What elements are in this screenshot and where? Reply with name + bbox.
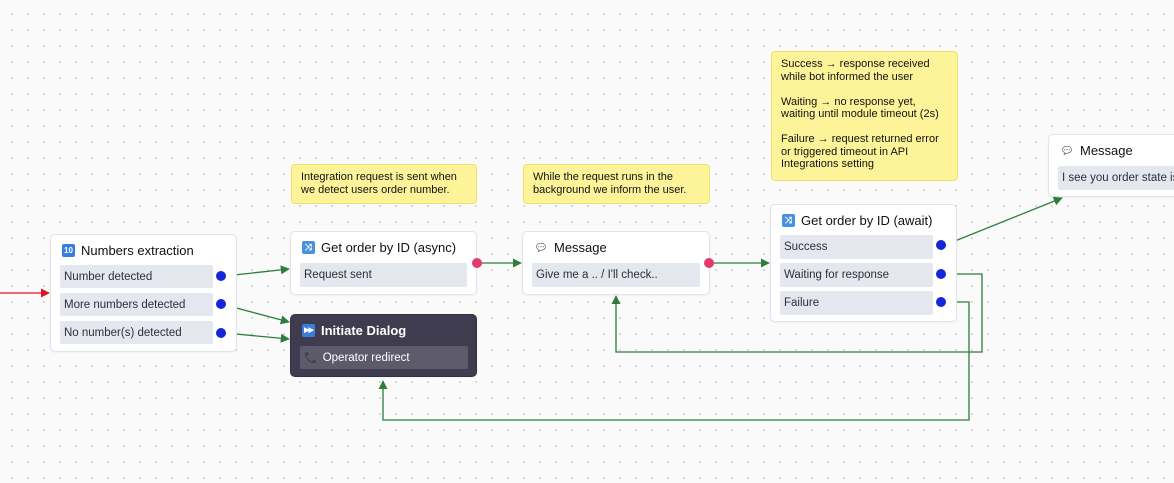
node-title: Initiate Dialog [321, 323, 407, 338]
node-header: 10 Numbers extraction [62, 243, 194, 258]
output-dot-more-numbers[interactable] [216, 299, 226, 309]
output-dot-message[interactable] [704, 258, 714, 268]
node-title: Message [554, 240, 607, 255]
node-title: Get order by ID (async) [321, 240, 457, 255]
node-title: Get order by ID (await) [801, 213, 933, 228]
phone-icon: 📞 [304, 352, 318, 364]
output-dot-failure[interactable] [936, 297, 946, 307]
port-number-detected[interactable]: Number detected [60, 265, 213, 288]
sticky-note-background[interactable]: While the request runs in the background… [523, 164, 710, 204]
fast-forward-icon: ▶▶ [302, 324, 315, 337]
node-message-order-state[interactable]: 💬 Message I see you order state is [1048, 134, 1174, 197]
speech-bubble-icon: 💬 [1062, 145, 1072, 155]
node-initiate-dialog[interactable]: ▶▶ Initiate Dialog 📞 Operator redirect [290, 314, 477, 377]
node-title: Message [1080, 143, 1133, 158]
sticky-note-async[interactable]: Integration request is sent when we dete… [291, 164, 477, 204]
speech-bubble-icon: 💬 [536, 242, 546, 252]
edge-success-to-message2 [944, 196, 1063, 246]
sticky-note-status[interactable]: Success → response received while bot in… [771, 51, 958, 181]
output-dot-number-detected[interactable] [216, 271, 226, 281]
node-header: ▶▶ Initiate Dialog [302, 323, 406, 338]
port-waiting-for-response[interactable]: Waiting for response [780, 263, 933, 287]
port-message-text[interactable]: Give me a .. / I'll check.. [532, 263, 700, 287]
port-label: Operator redirect [322, 351, 410, 364]
output-dot-request-sent[interactable] [472, 258, 482, 268]
output-dot-success[interactable] [936, 240, 946, 250]
output-dot-waiting[interactable] [936, 269, 946, 279]
port-no-numbers-detected[interactable]: No number(s) detected [60, 321, 213, 344]
node-header: ⤨ Get order by ID (await) [782, 213, 933, 228]
output-dot-no-numbers[interactable] [216, 328, 226, 338]
port-request-sent[interactable]: Request sent [300, 263, 467, 287]
port-operator-redirect[interactable]: 📞 Operator redirect [300, 346, 468, 369]
port-success[interactable]: Success [780, 235, 933, 259]
node-get-order-await[interactable]: ⤨ Get order by ID (await) Success Waitin… [770, 204, 957, 322]
node-message-inform[interactable]: 💬 Message Give me a .. / I'll check.. [522, 231, 710, 295]
port-more-numbers-detected[interactable]: More numbers detected [60, 293, 213, 316]
shuffle-icon: ⤨ [302, 241, 315, 254]
node-header: 💬 Message [1060, 143, 1133, 158]
shuffle-icon: ⤨ [782, 214, 795, 227]
node-header: ⤨ Get order by ID (async) [302, 240, 456, 255]
node-numbers-extraction[interactable]: 10 Numbers extraction Number detected Mo… [50, 234, 237, 352]
node-header: 💬 Message [534, 240, 607, 255]
node-title: Numbers extraction [81, 243, 194, 258]
port-message-text[interactable]: I see you order state is [1058, 166, 1174, 190]
port-failure[interactable]: Failure [780, 291, 933, 315]
node-get-order-async[interactable]: ⤨ Get order by ID (async) Request sent [290, 231, 477, 295]
numbers-icon: 10 [62, 244, 75, 257]
